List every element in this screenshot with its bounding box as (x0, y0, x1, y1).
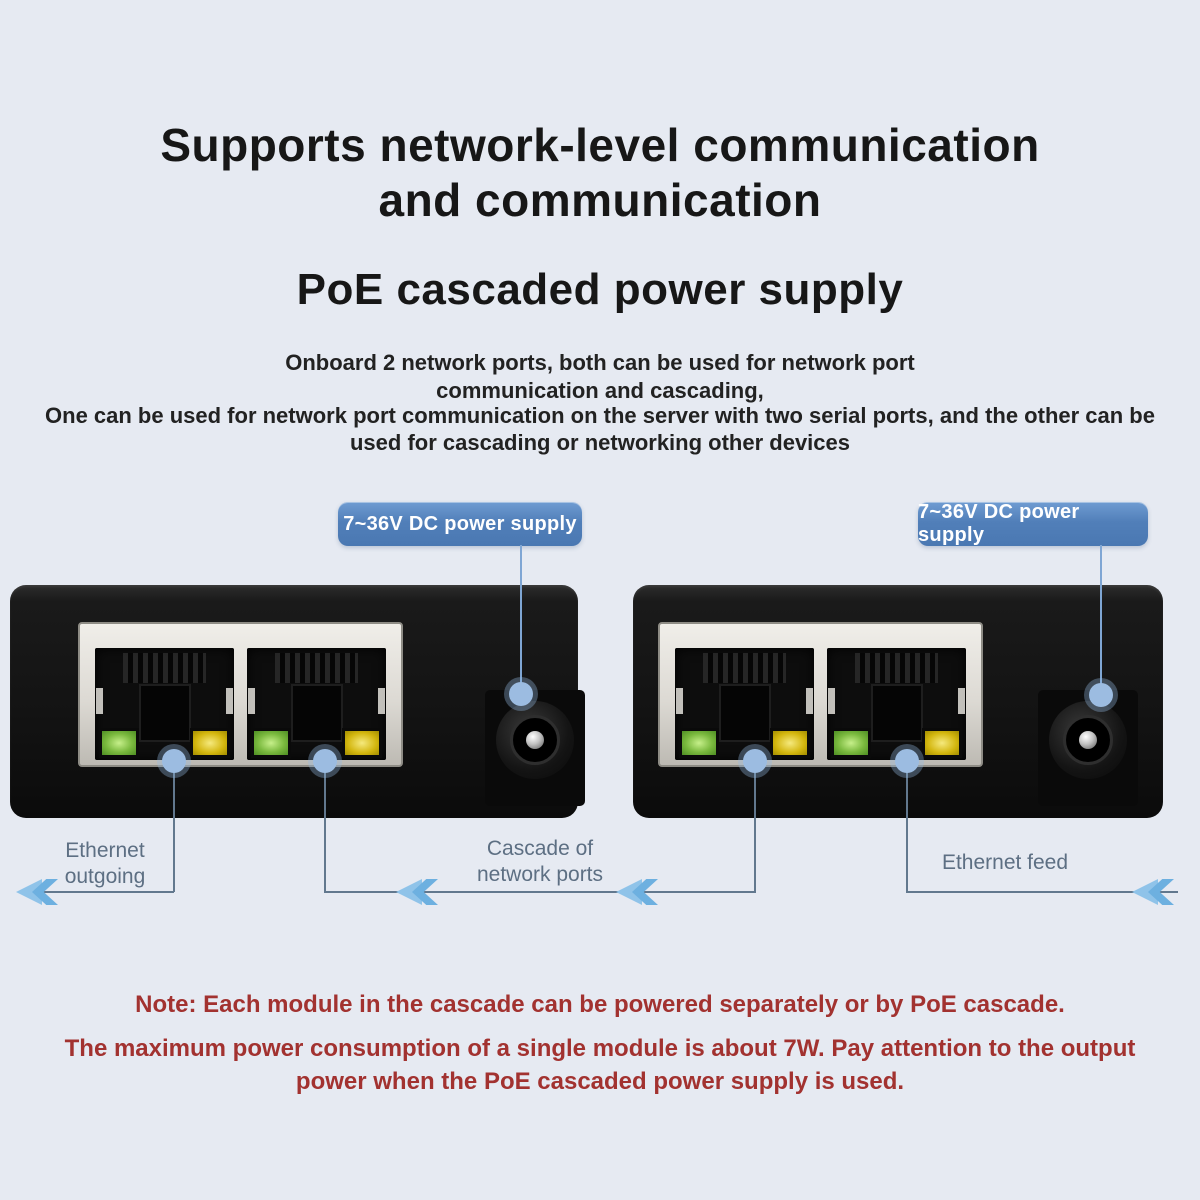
left-arrow-icon (16, 879, 58, 905)
led-yellow (190, 728, 230, 758)
description-line1: Onboard 2 network ports, both can be use… (285, 350, 915, 375)
connector-line (20, 891, 174, 893)
led-yellow (922, 728, 962, 758)
dc-jack-ring (1049, 701, 1127, 779)
led-green (679, 728, 719, 758)
led-green (831, 728, 871, 758)
rj45-port-plate (78, 622, 403, 767)
latch-spring (676, 688, 683, 714)
marker-dot-port2 (895, 749, 919, 773)
rj45-clip-slot (139, 684, 191, 742)
rj45-port-1 (95, 648, 234, 760)
rj45-clip-slot (719, 684, 771, 742)
dc-power-jack (1038, 690, 1138, 806)
latch-spring (806, 688, 813, 714)
marker-dot-dc-jack (1089, 683, 1113, 707)
led-green (99, 728, 139, 758)
description-line3: One can be used for network port communi… (45, 403, 1155, 455)
dc-jack-hole (1063, 715, 1113, 765)
connector-line (906, 772, 908, 892)
page-title-line1: Supports network-level communication (160, 119, 1040, 171)
note-max-power: The maximum power consumption of a singl… (64, 1035, 1136, 1095)
led-green (251, 728, 291, 758)
marker-dot-port1 (162, 749, 186, 773)
poe-module-left (10, 585, 585, 818)
latch-spring (226, 688, 233, 714)
poe-module-right (633, 585, 1163, 818)
rj45-pins (703, 653, 786, 683)
marker-dot-dc-jack (509, 682, 533, 706)
latch-spring (378, 688, 385, 714)
connector-line (754, 772, 756, 892)
page-title-line2: and communication (378, 174, 822, 226)
rj45-port-2 (827, 648, 966, 760)
rj45-port-plate (658, 622, 983, 767)
rj45-port-1 (675, 648, 814, 760)
latch-spring (248, 688, 255, 714)
rj45-pins (275, 653, 358, 683)
marker-dot-port1 (743, 749, 767, 773)
callout-leader-line-left (520, 545, 522, 697)
rj45-pins (123, 653, 206, 683)
left-arrow-icon (616, 879, 658, 905)
dc-power-callout-right: 7~36V DC power supply (918, 501, 1148, 546)
rj45-port-2 (247, 648, 386, 760)
connector-line (173, 772, 175, 892)
dc-jack-ring (496, 701, 574, 779)
led-yellow (342, 728, 382, 758)
rj45-clip-slot (291, 684, 343, 742)
page-subtitle: PoE cascaded power supply (296, 265, 904, 314)
dc-power-callout-left: 7~36V DC power supply (338, 502, 582, 546)
latch-spring (96, 688, 103, 714)
latch-spring (828, 688, 835, 714)
note-poe-cascade: Note: Each module in the cascade can be … (135, 991, 1065, 1018)
description-line2: communication and cascading, (436, 378, 764, 403)
rj45-clip-slot (871, 684, 923, 742)
connector-line (906, 891, 1178, 893)
dc-jack-pin (1079, 731, 1097, 749)
marker-dot-port2 (313, 749, 337, 773)
label-ethernet-outgoing: Ethernet outgoing (64, 839, 146, 888)
connector-line (324, 891, 756, 893)
rj45-pins (855, 653, 938, 683)
label-ethernet-feed: Ethernet feed (941, 851, 1069, 874)
left-arrow-icon (396, 879, 438, 905)
led-yellow (770, 728, 810, 758)
dc-power-jack (485, 690, 585, 806)
dc-jack-hole (510, 715, 560, 765)
callout-leader-line-right (1100, 545, 1102, 697)
left-arrow-icon (1132, 879, 1174, 905)
latch-spring (958, 688, 965, 714)
connector-line (324, 772, 326, 892)
label-cascade-of-network-ports: Cascade of network ports (476, 837, 604, 886)
dc-jack-pin (526, 731, 544, 749)
